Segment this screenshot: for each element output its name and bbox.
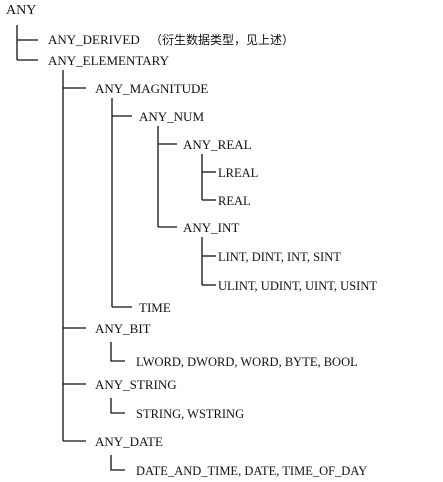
node-bit-types: LWORD, DWORD, WORD, BYTE, BOOL <box>136 355 358 369</box>
node-any-date: ANY_DATE <box>95 434 163 449</box>
node-any-elementary: ANY_ELEMENTARY <box>48 53 170 68</box>
node-any-derived: ANY_DERIVED <box>48 32 140 47</box>
node-lreal: LREAL <box>218 166 259 180</box>
node-any-int: ANY_INT <box>183 220 240 235</box>
node-any-derived-note: （衍生数据类型，见上述） <box>150 33 295 47</box>
connector-string-leaf <box>110 398 125 414</box>
node-signed-ints: LINT, DINT, INT, SINT <box>218 250 341 264</box>
node-any-magnitude: ANY_MAGNITUDE <box>95 81 209 96</box>
node-unsigned-ints: ULINT, UDINT, UINT, USINT <box>218 279 377 293</box>
node-any-bit: ANY_BIT <box>95 321 151 336</box>
connector-bit-leaf <box>110 342 125 362</box>
node-date-types: DATE_AND_TIME, DATE, TIME_OF_DAY <box>136 464 368 478</box>
node-any-real: ANY_REAL <box>183 137 252 152</box>
node-real: REAL <box>218 194 251 208</box>
node-any-string: ANY_STRING <box>95 377 177 392</box>
connector-date-leaf <box>110 455 125 471</box>
node-string-types: STRING, WSTRING <box>136 407 245 421</box>
node-any: ANY <box>6 3 37 18</box>
node-any-num: ANY_NUM <box>139 109 204 124</box>
node-time: TIME <box>139 300 171 315</box>
